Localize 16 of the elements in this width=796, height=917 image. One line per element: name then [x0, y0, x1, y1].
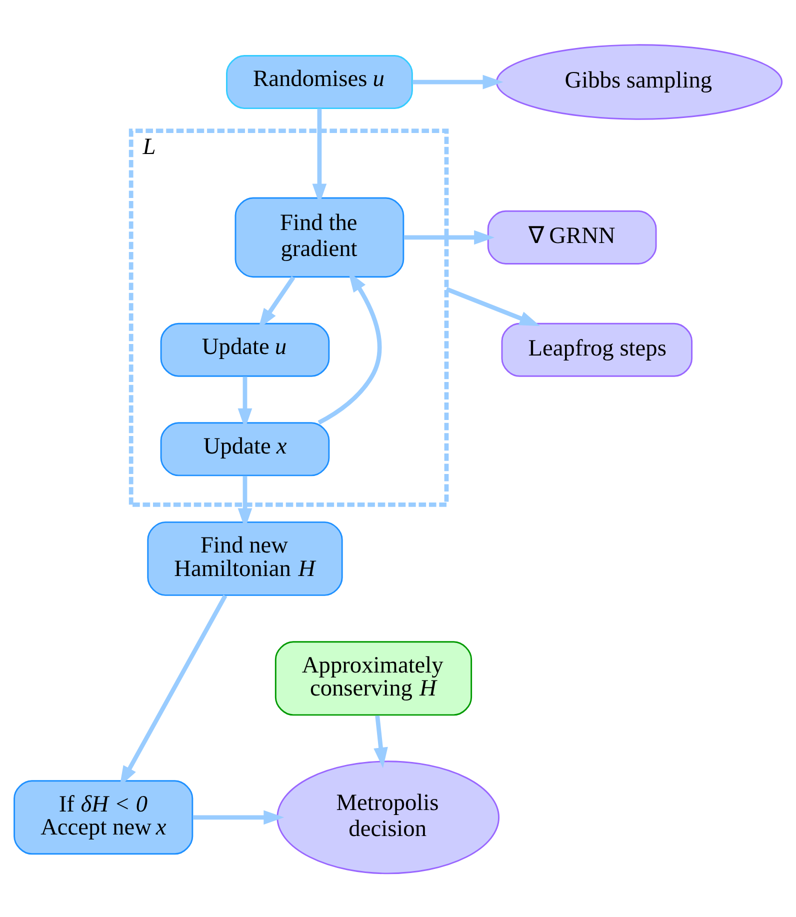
arrow: [446, 286, 540, 326]
arrow: [412, 74, 504, 89]
node-box: ∇ GRNN: [487, 210, 657, 264]
node-box: Find the gradient: [234, 196, 404, 278]
arrow: [404, 230, 495, 244]
node-box: Randomises u: [226, 54, 413, 109]
node-ellipse: Metropolis decision: [276, 760, 500, 874]
node-box: Update u: [160, 322, 330, 376]
node-box: Leapfrog steps: [501, 322, 693, 376]
node-box: If δH < 0 Accept new x: [14, 780, 194, 854]
node-box: Find new Hamiltonian H: [147, 520, 343, 596]
arrow: [192, 810, 284, 824]
node-box: Approximately conserving H: [274, 640, 472, 716]
arrow: [374, 714, 388, 768]
node-box: Update x: [160, 422, 330, 476]
node-ellipse: Gibbs sampling: [496, 44, 783, 120]
